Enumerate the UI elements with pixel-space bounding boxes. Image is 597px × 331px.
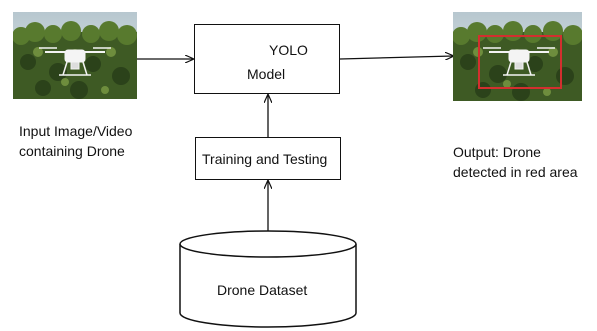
- model-subtitle: Model: [247, 66, 286, 82]
- drone-dataset-cylinder: [179, 230, 357, 328]
- model-title: YOLO: [269, 42, 308, 58]
- training-label: Training and Testing: [202, 151, 328, 167]
- yolo-model-box: YOLO Model: [194, 24, 340, 94]
- drone-icon: [39, 47, 111, 76]
- output-caption: Output: Drone detected in red area: [453, 142, 578, 182]
- input-image: [13, 12, 137, 99]
- dataset-label: Drone Dataset: [217, 282, 308, 298]
- training-testing-box: Training and Testing: [195, 137, 341, 180]
- output-caption-line-1: Output: Drone: [453, 144, 541, 160]
- drone-icon: [483, 47, 555, 76]
- input-caption-line-1: Input Image/Video: [19, 123, 133, 139]
- input-caption-line-2: containing Drone: [19, 143, 125, 159]
- arrow-model-to-output: [339, 56, 453, 59]
- input-caption: Input Image/Video containing Drone: [19, 121, 132, 161]
- detection-box: [478, 35, 562, 89]
- output-image: [453, 12, 582, 101]
- drone-photo-output: [453, 12, 582, 101]
- drone-photo-input: [13, 12, 137, 99]
- output-caption-line-2: detected in red area: [453, 164, 578, 180]
